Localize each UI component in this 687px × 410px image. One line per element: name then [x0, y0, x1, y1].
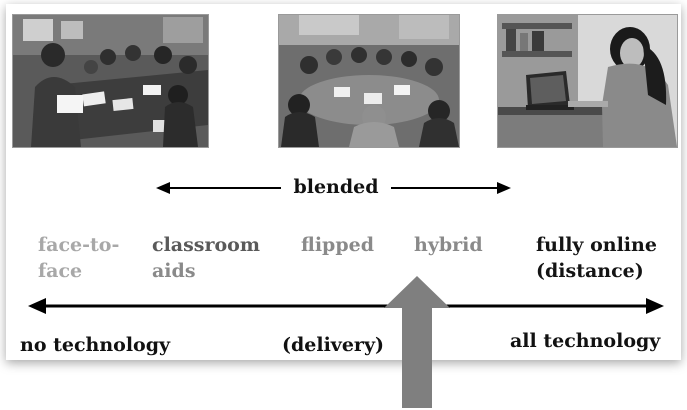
- axis-right-label: all technology: [510, 330, 661, 352]
- blended-range: blended: [156, 174, 511, 204]
- diagram-card: blended face-to- face classroom aids fli…: [6, 4, 681, 360]
- online-learner-photo-icon: [497, 14, 678, 148]
- mode-hybrid-label: hybrid: [414, 234, 483, 256]
- mode-hybrid: hybrid: [414, 232, 483, 258]
- pointer-up-arrow-icon: [384, 276, 450, 408]
- mode-flipped: flipped: [301, 232, 374, 258]
- mode-classroom-aids-line2: aids: [152, 260, 196, 282]
- mode-fully-online-line2: (distance): [536, 260, 644, 282]
- technology-axis-arrow: [28, 298, 664, 314]
- axis-left-label: no technology: [20, 334, 171, 356]
- mode-classroom-aids: classroom aids: [152, 232, 260, 284]
- classroom-photo-icon: [12, 14, 209, 148]
- group-work-photo-icon: [278, 14, 460, 148]
- mode-flipped-label: flipped: [301, 234, 374, 256]
- blended-label: blended: [281, 176, 391, 198]
- mode-face-to-face-line2: face: [38, 260, 83, 282]
- mode-face-to-face: face-to- face: [38, 232, 119, 284]
- mode-classroom-aids-line1: classroom: [152, 234, 260, 256]
- mode-fully-online-line1: fully online: [536, 234, 657, 256]
- mode-face-to-face-line1: face-to-: [38, 234, 120, 256]
- mode-fully-online: fully online (distance): [536, 232, 657, 284]
- axis-middle-label: (delivery): [282, 334, 384, 356]
